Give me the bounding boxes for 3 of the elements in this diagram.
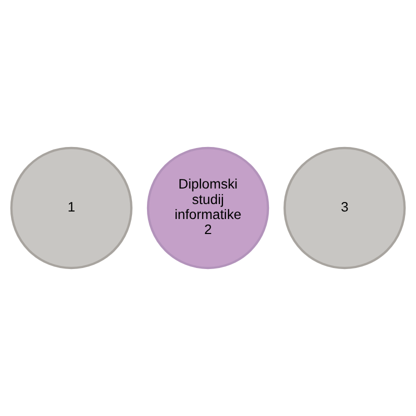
node-circle: Diplomski studij informatike 2 (146, 146, 270, 270)
node-circle: 1 (10, 146, 132, 270)
node-circle: 3 (284, 146, 406, 270)
